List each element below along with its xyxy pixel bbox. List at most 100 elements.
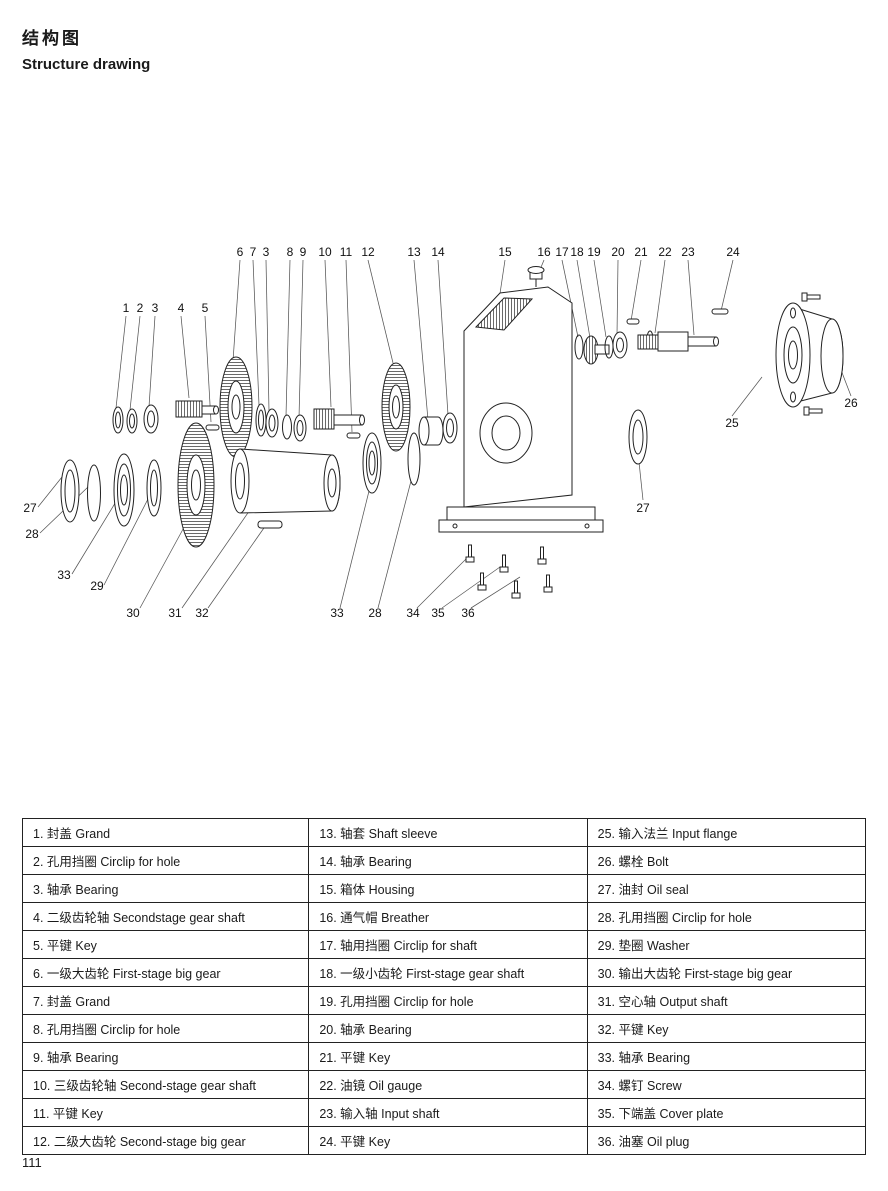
part-cell: 6. 一级大齿轮 First-stage big gear xyxy=(21,958,310,987)
part-cell: 13. 轴套 Shaft sleeve xyxy=(308,818,588,847)
callout-label: 4 xyxy=(178,301,185,315)
part-cell: 36. 油塞 Oil plug xyxy=(586,1126,867,1155)
part-25-input-flange xyxy=(775,302,844,408)
part-cell: 31. 空心轴 Output shaft xyxy=(586,986,867,1015)
part-cell: 1. 封盖 Grand xyxy=(21,818,310,847)
table-row: 9. 轴承 Bearing 21. 平键 Key 33. 轴承 Bearing xyxy=(21,1042,867,1071)
table-row: 5. 平键 Key 17. 轴用挡圈 Circlip for shaft 29.… xyxy=(21,930,867,959)
callout-label: 1 xyxy=(123,301,130,315)
part-cell: 11. 平键 Key xyxy=(21,1098,310,1127)
part-28-circlip-mid xyxy=(407,432,421,486)
part-34-35-36-screws xyxy=(465,544,553,599)
part-31-output-shaft xyxy=(230,448,341,514)
part-13-shaft-sleeve xyxy=(418,416,444,446)
part-3-bearing-2 xyxy=(265,408,279,438)
callout-label: 10 xyxy=(318,245,332,259)
part-cell: 24. 平键 Key xyxy=(308,1126,588,1155)
callout-label: 32 xyxy=(195,606,209,620)
callout-label: 22 xyxy=(658,245,672,259)
part-28-circlip-left xyxy=(87,464,101,522)
callout-label: 3 xyxy=(263,245,270,259)
part-20-bearing xyxy=(612,331,628,359)
callout-label: 26 xyxy=(844,396,858,410)
callout-label: 13 xyxy=(407,245,421,259)
part-cell: 14. 轴承 Bearing xyxy=(308,846,588,875)
part-cell: 5. 平键 Key xyxy=(21,930,310,959)
table-row: 1. 封盖 Grand 13. 轴套 Shaft sleeve 25. 输入法兰… xyxy=(21,818,867,847)
part-cell: 4. 二级齿轮轴 Secondstage gear shaft xyxy=(21,902,310,931)
table-row: 12. 二级大齿轮 Second-stage big gear 24. 平键 K… xyxy=(21,1126,867,1155)
part-cell: 23. 输入轴 Input shaft xyxy=(308,1098,588,1127)
part-cell: 7. 封盖 Grand xyxy=(21,986,310,1015)
callout-label: 15 xyxy=(498,245,512,259)
part-33-bearing-mid xyxy=(362,432,382,494)
part-cell: 32. 平键 Key xyxy=(586,1014,867,1043)
part-21-key xyxy=(626,318,640,325)
part-cell: 20. 轴承 Bearing xyxy=(308,1014,588,1043)
part-cell: 2. 孔用挡圈 Circlip for hole xyxy=(21,846,310,875)
callout-label: 34 xyxy=(406,606,420,620)
part-27-oil-seal-left xyxy=(60,459,80,523)
part-cell: 19. 孔用挡圈 Circlip for hole xyxy=(308,986,588,1015)
part-cell: 17. 轴用挡圈 Circlip for shaft xyxy=(308,930,588,959)
callout-label: 5 xyxy=(202,301,209,315)
part-cell: 10. 三级齿轮轴 Second-stage gear shaft xyxy=(21,1070,310,1099)
part-4-gear-shaft xyxy=(175,400,219,418)
part-cell: 8. 孔用挡圈 Circlip for hole xyxy=(21,1014,310,1043)
part-cell: 34. 螺钉 Screw xyxy=(586,1070,867,1099)
part-cell: 18. 一级小齿轮 First-stage gear shaft xyxy=(308,958,588,987)
part-cell: 9. 轴承 Bearing xyxy=(21,1042,310,1071)
part-7-grand xyxy=(255,403,267,437)
part-cell: 30. 输出大齿轮 First-stage big gear xyxy=(586,958,867,987)
part-cell: 35. 下端盖 Cover plate xyxy=(586,1098,867,1127)
callout-label: 12 xyxy=(361,245,375,259)
callout-label: 27 xyxy=(636,501,650,515)
callout-label: 30 xyxy=(126,606,140,620)
part-cell: 26. 螺栓 Bolt xyxy=(586,846,867,875)
callout-label: 8 xyxy=(287,245,294,259)
callout-label: 6 xyxy=(237,245,244,259)
callout-label: 29 xyxy=(90,579,104,593)
part-8-circlip xyxy=(282,414,292,440)
page-number: 111 xyxy=(22,1155,42,1170)
part-cell: 28. 孔用挡圈 Circlip for hole xyxy=(586,902,867,931)
part-cell: 15. 箱体 Housing xyxy=(308,874,588,903)
part-30-output-gear xyxy=(177,422,215,548)
exploded-parts xyxy=(60,266,844,599)
part-18-gear-shaft xyxy=(583,335,610,365)
part-26-bolts xyxy=(801,292,823,416)
part-29-washer xyxy=(146,459,162,517)
table-row: 6. 一级大齿轮 First-stage big gear 18. 一级小齿轮 … xyxy=(21,958,867,987)
page-title-zh: 结构图 xyxy=(22,29,82,48)
callout-label: 31 xyxy=(168,606,182,620)
part-27-oil-seal-right xyxy=(628,409,648,465)
part-23-input-shaft xyxy=(637,331,719,352)
part-14-bearing xyxy=(442,412,458,444)
callout-label: 9 xyxy=(300,245,307,259)
part-11-key xyxy=(346,432,361,439)
part-cell: 29. 垫圈 Washer xyxy=(586,930,867,959)
part-2-circlip xyxy=(126,408,138,434)
table-row: 8. 孔用挡圈 Circlip for hole 20. 轴承 Bearing … xyxy=(21,1014,867,1043)
callout-label: 23 xyxy=(681,245,695,259)
callout-label: 28 xyxy=(368,606,382,620)
structure-diagram: 6 7 3 8 9 10 11 12 13 14 15 16 17 18 19 … xyxy=(23,245,858,620)
callouts: 6 7 3 8 9 10 11 12 13 14 15 16 17 18 19 … xyxy=(23,245,858,620)
callout-label: 17 xyxy=(555,245,569,259)
table-row: 2. 孔用挡圈 Circlip for hole 14. 轴承 Bearing … xyxy=(21,846,867,875)
part-17-circlip xyxy=(574,334,584,360)
callout-label: 14 xyxy=(431,245,445,259)
part-9-bearing xyxy=(293,414,307,442)
part-cell: 16. 通气帽 Breather xyxy=(308,902,588,931)
part-cell: 27. 油封 Oil seal xyxy=(586,874,867,903)
part-12-big-gear xyxy=(381,362,411,452)
table-row: 11. 平键 Key 23. 输入轴 Input shaft 35. 下端盖 C… xyxy=(21,1098,867,1127)
callout-label: 3 xyxy=(152,301,159,315)
callout-label: 27 xyxy=(23,501,37,515)
callout-label: 36 xyxy=(461,606,475,620)
callout-label: 24 xyxy=(726,245,740,259)
leader-lines xyxy=(37,259,852,609)
callout-label: 33 xyxy=(57,568,71,582)
callout-label: 20 xyxy=(611,245,625,259)
